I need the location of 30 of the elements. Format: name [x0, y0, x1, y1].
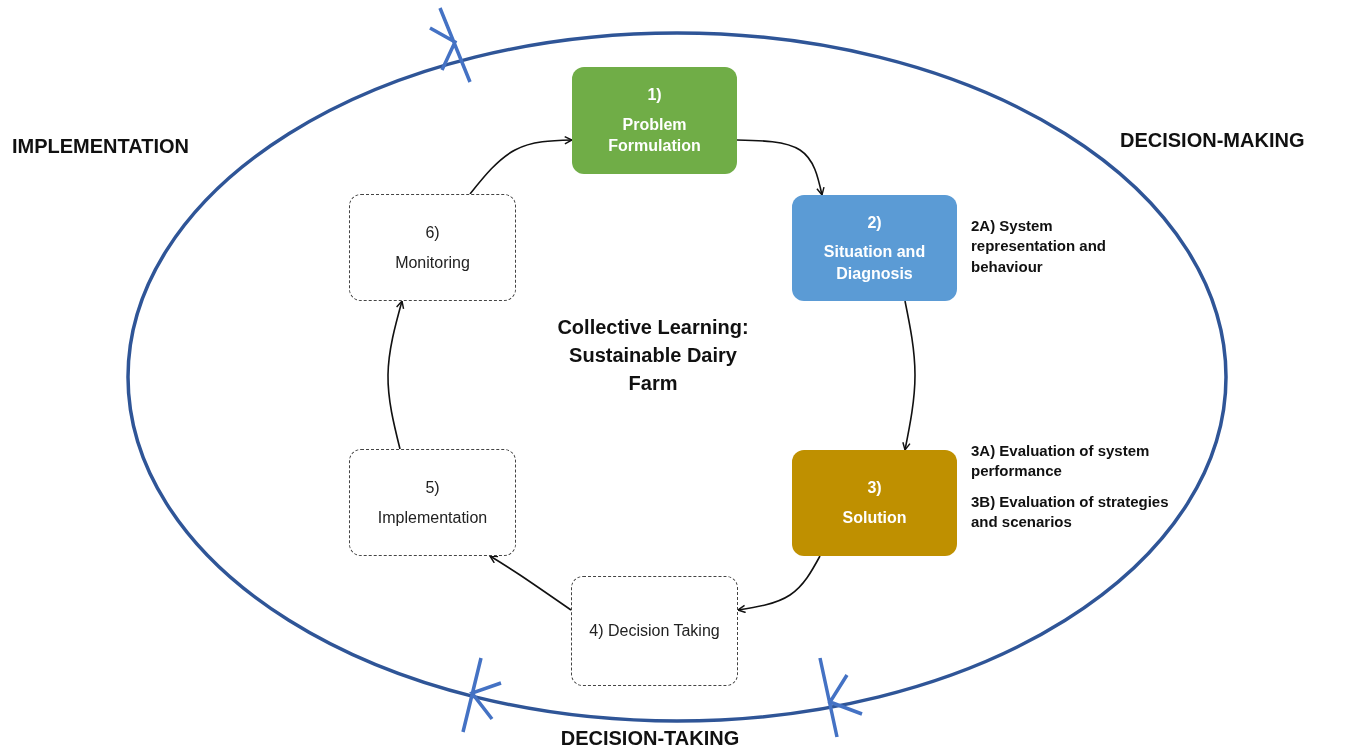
- step-label: Situation and Diagnosis: [822, 242, 927, 284]
- step-annotation: 2A) System representation and behaviour: [971, 216, 1108, 277]
- process-box: [792, 450, 957, 556]
- center-title: Collective Learning: Sustainable Dairy Farm: [556, 315, 750, 396]
- step-number: 3): [867, 478, 882, 499]
- step-number: 2): [867, 212, 882, 233]
- curved-arrow: [737, 555, 821, 614]
- dashed-process-box: [349, 194, 516, 301]
- step-number: 6): [425, 222, 440, 243]
- step-label: Monitoring: [395, 252, 470, 273]
- step-label: Implementation: [377, 507, 488, 528]
- curved-arrow: [469, 135, 573, 195]
- phase-label: IMPLEMENTATION: [12, 134, 191, 158]
- phase-label: DECISION-TAKING: [559, 726, 741, 750]
- phase-label: DECISION-MAKING: [1120, 128, 1306, 152]
- process-box: [792, 195, 957, 301]
- step-label: Problem Formulation: [607, 114, 702, 157]
- step-label: Solution: [842, 508, 907, 528]
- step-number: 1): [647, 85, 662, 106]
- curved-arrow: [387, 300, 405, 450]
- step-annotation: 3A) Evaluation of system performance: [971, 441, 1151, 482]
- step-annotation: 3B) Evaluation of strategies and scenarios: [971, 491, 1170, 532]
- process-box: [572, 67, 737, 174]
- dashed-process-box: [571, 576, 738, 686]
- dashed-process-box: [349, 449, 516, 556]
- step-label: 4) Decision Taking: [589, 621, 720, 642]
- curved-arrow: [489, 555, 572, 611]
- curved-arrow: [902, 300, 916, 451]
- step-number: 5): [425, 477, 440, 498]
- curved-arrow: [736, 139, 825, 196]
